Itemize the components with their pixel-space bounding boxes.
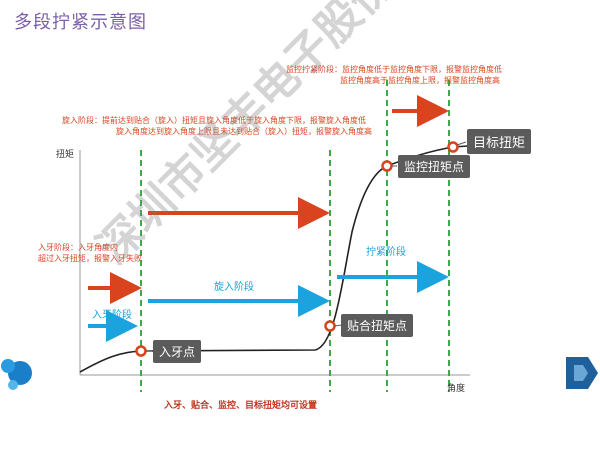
entry-stage-note: 入牙阶段：入牙角度内 超过入牙扭矩，报警入牙失败: [38, 242, 142, 264]
rotate-stage-line1: 提前达到贴合（旋入）扭矩且旋入角度低于旋入角度下限，报警旋入角度低: [102, 116, 366, 125]
monitor-stage-line2: 监控角度高于监控角度上限，报警监控角度高: [340, 76, 500, 85]
rotate-stage-note: 旋入阶段：提前达到贴合（旋入）扭矩且旋入角度低于旋入角度下限，报警旋入角度低 旋…: [62, 115, 372, 137]
blue-circles-icon: [1, 359, 32, 390]
callout-fit-point: 贴合扭矩点: [341, 314, 414, 337]
bottom-note: 入牙、贴合、监控、目标扭矩均可设置: [164, 401, 318, 411]
monitor-stage-label: 监控拧紧阶段：: [286, 65, 342, 74]
rotate-stage-line2: 旋入角度达到旋入角度上限且未达到贴合（旋入）扭矩，报警旋入角度高: [116, 127, 372, 136]
next-arrow-icon: [566, 357, 598, 389]
target-point-marker: [447, 141, 459, 153]
entry-stage-line1: 入牙角度内: [78, 243, 118, 252]
monitor-stage-line1: 监控角度低于监控角度下限，报警监控角度低: [342, 65, 502, 74]
entry-stage-line2: 超过入牙扭矩，报警入牙失败: [38, 254, 142, 263]
callout-monitor-point: 监控扭矩点: [398, 155, 471, 178]
callout-target-point: 目标扭矩: [467, 129, 532, 154]
monitor-stage-note: 监控拧紧阶段：监控角度低于监控角度下限，报警监控角度低 监控角度高于监控角度上限…: [286, 64, 502, 86]
callout-entry-point: 入牙点: [153, 340, 202, 363]
phase-label-tighten: 拧紧阶段: [366, 247, 406, 258]
entry-stage-label: 入牙阶段：: [38, 243, 78, 252]
x-axis-label: 角度: [447, 384, 466, 394]
y-axis-label: 扭矩: [56, 150, 75, 160]
monitor-point-marker: [381, 160, 393, 172]
entry-point-marker: [135, 345, 147, 357]
phase-label-rotate: 旋入阶段: [214, 282, 254, 293]
rotate-stage-label: 旋入阶段：: [62, 116, 102, 125]
fit-point-marker: [324, 320, 336, 332]
phase-label-entry: 入牙阶段: [92, 310, 132, 321]
page-title: 多段拧紧示意图: [14, 12, 147, 33]
